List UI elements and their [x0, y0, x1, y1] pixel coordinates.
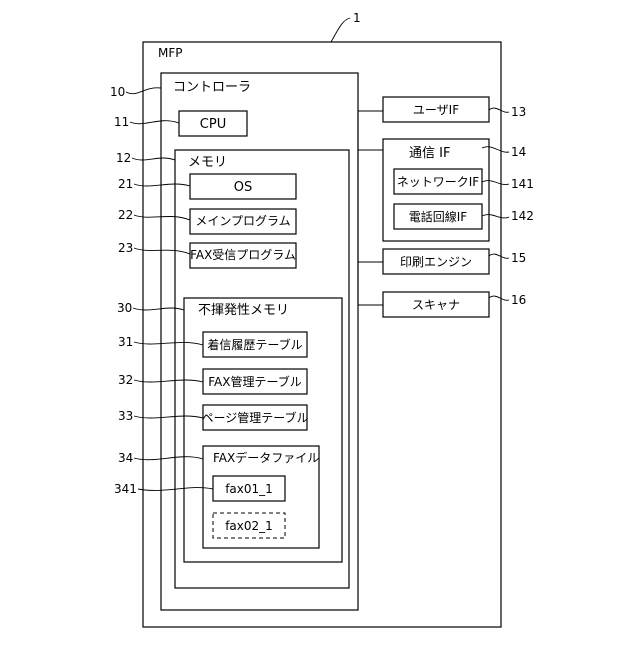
- main-program-label: メインプログラム: [195, 214, 290, 228]
- ref-32: 32: [118, 373, 133, 387]
- page-table-label: ページ管理テーブル: [201, 410, 308, 425]
- fax-table-label: FAX管理テーブル: [208, 374, 302, 389]
- cpu-label: CPU: [200, 117, 226, 132]
- ref-31: 31: [118, 335, 133, 349]
- ref-13: 13: [511, 105, 526, 119]
- ref-341: 341: [114, 482, 137, 496]
- ref-15: 15: [511, 251, 526, 265]
- mfp-label: MFP: [158, 46, 183, 60]
- fax-data-file-label: FAXデータファイル: [213, 450, 319, 465]
- ref-21: 21: [118, 177, 133, 191]
- ref-1: 1: [353, 11, 361, 25]
- print-engine-label: 印刷エンジン: [400, 255, 472, 269]
- os-label: OS: [234, 180, 252, 195]
- comm-if-label: 通信 IF: [409, 146, 450, 161]
- nvm-label: 不揮発性メモリ: [198, 303, 289, 318]
- ref-141: 141: [511, 177, 534, 191]
- ref-1-leader: [331, 18, 350, 42]
- fax02-label: fax02_1: [225, 519, 273, 533]
- ref-23: 23: [118, 241, 133, 255]
- user-if-label: ユーザIF: [413, 103, 459, 117]
- ref-22: 22: [118, 208, 133, 222]
- controller-label: コントローラ: [173, 80, 251, 95]
- ref-14: 14: [511, 145, 526, 159]
- network-if-label: ネットワークIF: [397, 175, 480, 189]
- ref-33: 33: [118, 409, 133, 423]
- fax-program-label: FAX受信プログラム: [190, 248, 296, 262]
- ref-16: 16: [511, 293, 526, 307]
- incoming-table-label: 着信履歴テーブル: [207, 337, 302, 352]
- scanner-label: スキャナ: [412, 298, 460, 312]
- fax01-label: fax01_1: [225, 482, 273, 496]
- ref-34: 34: [118, 451, 133, 465]
- ref-12: 12: [116, 151, 131, 165]
- ref-30: 30: [117, 301, 132, 315]
- phone-if-label: 電話回線IF: [409, 209, 468, 224]
- memory-label: メモリ: [188, 155, 227, 170]
- ref-11: 11: [114, 115, 129, 129]
- ref-10: 10: [110, 85, 125, 99]
- ref-142: 142: [511, 209, 534, 223]
